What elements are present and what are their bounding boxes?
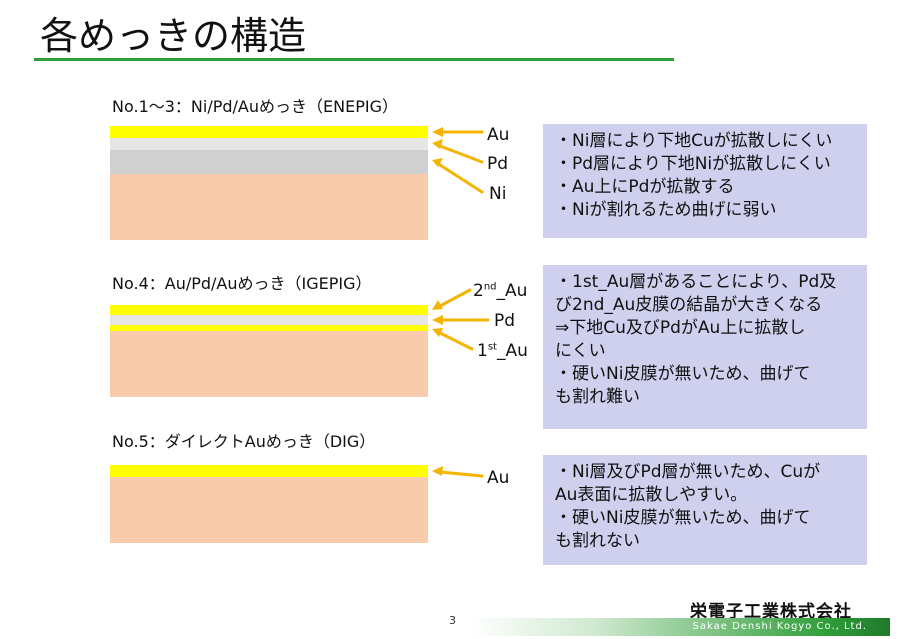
- igepig-note-2: び2nd_Au皮膜の結晶が大きくなる: [555, 295, 823, 315]
- arrow-enepig-ni: [432, 158, 484, 194]
- company-name-jp: 栄電子工業株式会社: [690, 602, 852, 622]
- igepig-1st-au-label: 1st_Au: [477, 341, 528, 361]
- arrow-enepig-pd: [432, 139, 484, 164]
- dig-note-3: ・硬いNi皮膜が無いため、曲げて: [555, 508, 811, 528]
- enepig-pd-layer: [110, 138, 428, 150]
- arrow-enepig-au: [432, 127, 484, 137]
- enepig-au-label: Au: [487, 125, 510, 145]
- dig-layer-stack: [110, 465, 428, 543]
- igepig-2nd-au-label: 2nd_Au: [473, 281, 528, 301]
- dig-au-label: Au: [487, 468, 510, 488]
- enepig-notes: ・Ni層により下地Cuが拡散しにくい ・Pd層により下地Niが拡散しにくい ・A…: [543, 124, 867, 238]
- igepig-note-4: にくい: [555, 341, 606, 361]
- igepig-layer-stack: [110, 305, 428, 397]
- page-title: 各めっきの構造: [40, 14, 307, 58]
- page-number: 3: [449, 614, 456, 627]
- enepig-note-4: ・Niが割れるため曲げに弱い: [555, 200, 777, 220]
- section-label-dig: No.5：ダイレクトAuめっき（DIG）: [112, 432, 376, 451]
- igepig-note-1: ・1st_Au層があることにより、Pd及: [555, 272, 837, 292]
- footer-bar: [470, 618, 890, 636]
- arrow-igepig-2nd-au: [432, 288, 472, 310]
- igepig-note-5: ・硬いNi皮膜が無いため、曲げて: [555, 364, 811, 384]
- dig-notes: ・Ni層及びPd層が無いため、Cuが Au表面に拡散しやすい。 ・硬いNi皮膜が…: [543, 455, 867, 565]
- enepig-ni-label: Ni: [489, 184, 507, 204]
- igepig-note-6: も割れ難い: [555, 387, 640, 407]
- enepig-note-3: ・Au上にPdが拡散する: [555, 177, 735, 197]
- arrow-igepig-pd: [432, 315, 490, 325]
- dig-note-2: Au表面に拡散しやすい。: [555, 485, 748, 505]
- igepig-pd-layer: [110, 315, 428, 325]
- enepig-au-layer: [110, 126, 428, 138]
- igepig-1st-au-layer: [110, 325, 428, 331]
- dig-note-4: も割れない: [555, 531, 640, 551]
- section-label-igepig: No.4：Au/Pd/Auめっき（IGEPIG）: [112, 274, 372, 293]
- enepig-note-2: ・Pd層により下地Niが拡散しにくい: [555, 154, 831, 174]
- dig-au-layer: [110, 465, 428, 477]
- igepig-notes: ・1st_Au層があることにより、Pd及 び2nd_Au皮膜の結晶が大きくなる …: [543, 265, 867, 429]
- enepig-cu-base: [110, 174, 428, 240]
- arrow-dig-au: [432, 466, 484, 478]
- enepig-pd-label: Pd: [487, 154, 509, 174]
- igepig-note-3: ⇒下地Cu及びPdがAu上に拡散し: [555, 318, 806, 338]
- dig-cu-base: [110, 477, 428, 543]
- igepig-pd-label: Pd: [494, 311, 516, 331]
- dig-note-1: ・Ni層及びPd層が無いため、Cuが: [555, 462, 821, 482]
- enepig-ni-layer: [110, 150, 428, 174]
- enepig-note-1: ・Ni層により下地Cuが拡散しにくい: [555, 131, 833, 151]
- igepig-2nd-au-layer: [110, 305, 428, 315]
- company-name-en: Sakae Denshi Kogyo Co., Ltd.: [692, 621, 867, 632]
- arrow-igepig-1st-au: [432, 328, 474, 351]
- title-underline: [34, 58, 674, 61]
- enepig-layer-stack: [110, 126, 428, 240]
- igepig-cu-base: [110, 331, 428, 397]
- section-label-enepig: No.1～3：Ni/Pd/Auめっき（ENEPIG）: [112, 97, 398, 116]
